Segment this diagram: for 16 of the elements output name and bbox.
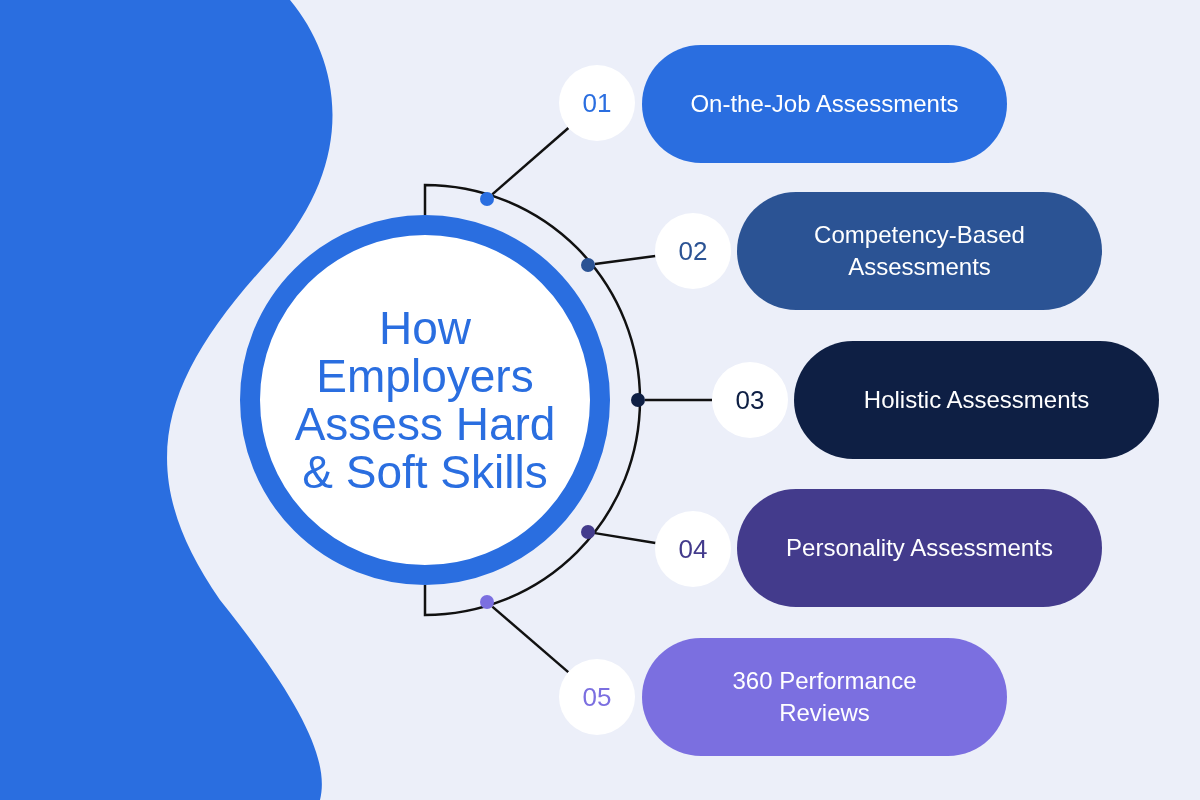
connector-line bbox=[491, 605, 570, 674]
connector-line bbox=[594, 531, 656, 545]
connector-line bbox=[491, 127, 570, 196]
center-label: How Employers Assess Hard & Soft Skills bbox=[293, 304, 557, 496]
connector-line bbox=[645, 398, 712, 402]
step-number: 03 bbox=[735, 383, 765, 417]
step-number: 02 bbox=[678, 234, 708, 268]
step-label: 360 Performance Reviews bbox=[731, 666, 918, 728]
connector-line bbox=[594, 254, 656, 266]
step-label: Competency-Based Assessments bbox=[813, 220, 1026, 282]
step-label: Holistic Assessments bbox=[862, 385, 1091, 415]
step-number: 05 bbox=[582, 680, 612, 714]
step-number: 04 bbox=[678, 532, 708, 566]
step-number: 01 bbox=[582, 86, 612, 120]
step-label: Personality Assessments bbox=[785, 533, 1054, 563]
step-label: On-the-Job Assessments bbox=[689, 89, 960, 119]
